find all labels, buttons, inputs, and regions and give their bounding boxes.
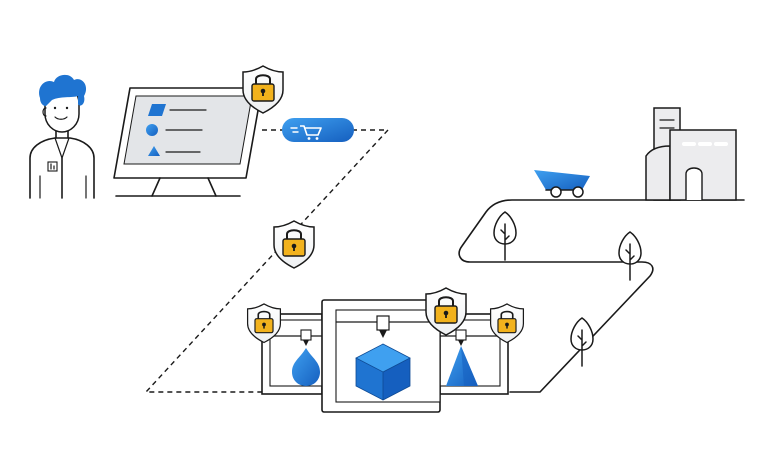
truck-icon (534, 170, 590, 198)
cart-icon[interactable] (282, 118, 354, 142)
tree-icon (493, 211, 517, 261)
factory-icon (645, 107, 737, 201)
padlock-shield-icon (273, 220, 315, 269)
monitor-icon (113, 87, 263, 197)
3d-printer-icon (321, 299, 441, 413)
tree-icon (570, 317, 594, 367)
delivery-route (458, 199, 745, 393)
user-avatar-icon (29, 74, 95, 199)
tree-icon (618, 231, 642, 281)
